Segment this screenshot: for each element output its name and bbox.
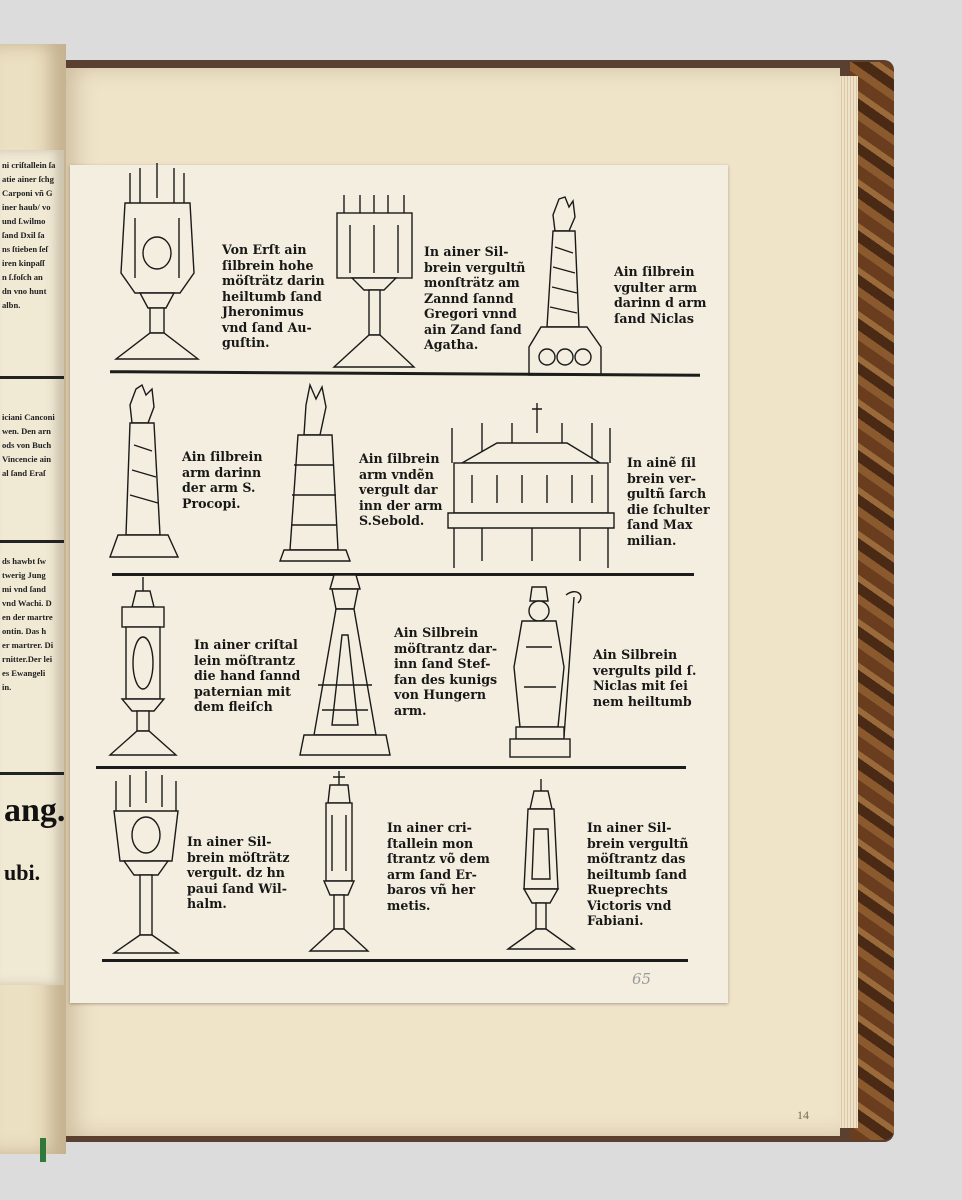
hand-monstrance-figure [299,574,391,756]
caption-r1c3: Ain ſilbrein vgulter arm darinn d arm ſa… [614,264,707,326]
reliquary-monstrance-figure [332,195,416,368]
shrine-reliquary-figure [447,403,615,568]
caption-r1c2: In ainer Sil- brein vergultñ monſträtz a… [424,244,526,352]
left-rule [0,540,64,543]
caption-r2c3: In ainẽ ſil brein ver- gultñ ſarch die ſ… [627,455,710,548]
page-edges [836,76,858,1128]
caption-r4c1: In ainer Sil- brein möſträtz vergult. dz… [187,834,290,911]
row-divider [112,573,694,576]
arm-reliquary-figure [279,382,351,562]
arm-reliquary-figure [109,383,180,558]
saint-nicholas-statue-figure [509,586,582,758]
crystal-cylinder-monstrance-figure [308,771,370,952]
caption-r3c3: Ain Silbrein vergults pild ſ. Niclas mit… [593,647,697,709]
left-heading-fragment-2: ubi. [4,860,41,885]
left-text-block-1: ni criſtallein ſa atie ainer ſchg Carpon… [2,160,56,310]
crystal-monstrance-figure [108,577,178,756]
caption-r3c2: Ain Silbrein möſtrantz dar- inn ſand Ste… [394,625,498,718]
gothic-monstrance-figure [113,163,201,360]
pencil-page-number: 65 [632,970,652,988]
caption-r2c2: Ain ſilbrein arm vndẽn vergult dar inn d… [359,451,443,528]
row-divider [96,766,686,769]
caption-r4c2: In ainer cri- ſtallein mon ſtrantz võ de… [387,820,490,913]
caption-r3c1: In ainer criſtal lein möſtrantz die hand… [194,637,301,714]
tower-monstrance-figure [111,771,181,954]
ribbon-bookmark [40,1138,46,1162]
row-divider [109,370,701,377]
left-rule [0,376,64,379]
left-text-block-3: ds hawbt ſw twerig Jung mi vnd ſand vnd … [2,556,54,692]
left-text-block-2: iciani Canconi wen. Den arn ods von Buch… [2,412,55,478]
arm-reliquary-figure [528,196,602,376]
folio-number: 14 [797,1108,809,1122]
woodcut-leaf: Von Erſt ain ſilbrein hohe möſträtz dari… [70,163,728,1003]
left-printed-leaf: ni criſtallein ſa atie ainer ſchg Carpon… [0,150,64,985]
caption-r4c3: In ainer Sil- brein vergultñ möſtrantz d… [587,820,689,928]
caption-r2c1: Ain ſilbrein arm darinn der arm S. Proco… [182,449,263,511]
left-rule [0,772,64,775]
caption-r1c1: Von Erſt ain ſilbrein hohe möſträtz dari… [222,242,325,350]
row-divider [102,959,688,962]
left-heading-fragment: ang. [4,792,66,829]
spire-monstrance-figure [505,779,577,950]
